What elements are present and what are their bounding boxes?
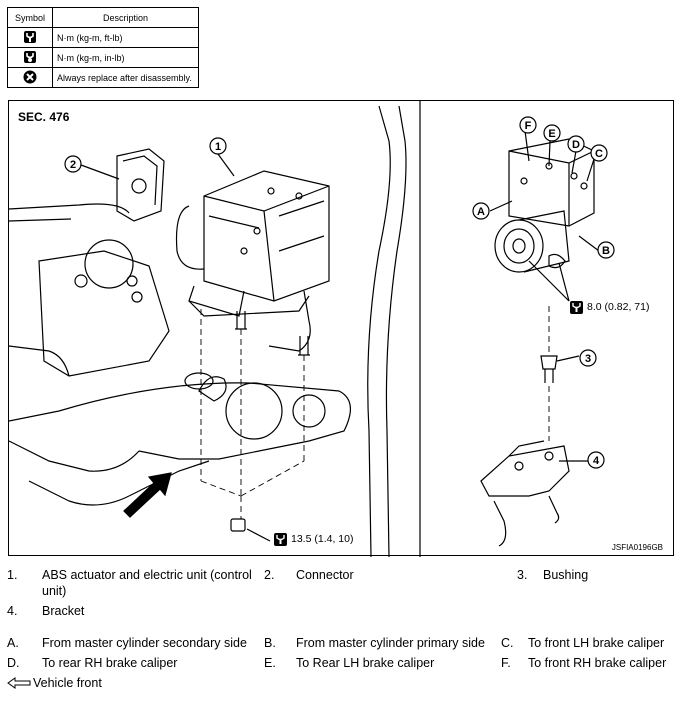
legend-text-B: From master cylinder primary side xyxy=(296,636,485,650)
symbol-table: Symbol Description N·m (kg-m, ft-lb) N·m… xyxy=(7,7,199,88)
callout-1: 1 xyxy=(209,137,227,155)
torque-wrench-icon xyxy=(570,301,583,314)
svg-text:D: D xyxy=(572,139,580,151)
torque-wrench-icon xyxy=(7,27,53,48)
torque-spec-bottom: 13.5 (1.4, 10) xyxy=(291,533,354,545)
exploded-view-drawing: 1 2 3 4 A B C D E F xyxy=(9,101,615,557)
replace-icon xyxy=(7,67,53,88)
legend-letter-C: C. xyxy=(501,636,514,650)
description-header: Description xyxy=(52,7,199,28)
legend-text-2: Connector xyxy=(296,568,354,582)
legend-letter-D: D. xyxy=(7,656,20,670)
svg-text:3: 3 xyxy=(585,353,591,365)
legend-text-E: To Rear LH brake caliper xyxy=(296,656,435,670)
callout-E: E xyxy=(543,124,561,142)
figure-id: JSFIA0196GB xyxy=(611,543,663,552)
svg-text:B: B xyxy=(602,245,610,257)
arrow-left-icon xyxy=(7,677,31,689)
legend-letter-B: B. xyxy=(264,636,276,650)
svg-text:1: 1 xyxy=(215,141,221,153)
svg-text:E: E xyxy=(548,128,555,140)
legend-letter-A: A. xyxy=(7,636,19,650)
legend-text-3: Bushing xyxy=(543,568,589,582)
legend-num-2: 2. xyxy=(264,568,275,582)
torque-wrench-icon xyxy=(274,533,287,546)
svg-text:4: 4 xyxy=(593,455,600,467)
callout-D: D xyxy=(567,135,585,153)
section-label: SEC. 476 xyxy=(18,110,70,124)
torque-wrench-small-icon xyxy=(7,47,53,68)
legend-num-1: 1. xyxy=(7,568,18,582)
symbol-desc-2: N·m (kg-m, in-lb) xyxy=(52,47,199,68)
legend-letter-E: E. xyxy=(264,656,276,670)
callout-F: F xyxy=(519,116,537,134)
symbol-desc-1: N·m (kg-m, ft-lb) xyxy=(52,27,199,48)
svg-text:2: 2 xyxy=(70,159,76,171)
vehicle-front-label: Vehicle front xyxy=(33,676,102,690)
svg-text:F: F xyxy=(525,120,532,132)
exploded-view-figure: 1 2 3 4 A B C D E F SEC. 476 8.0 (0.82, … xyxy=(8,100,674,557)
callout-B: B xyxy=(597,241,615,259)
callout-4: 4 xyxy=(587,451,605,469)
legend-num-3: 3. xyxy=(517,568,528,582)
torque-spec-top: 8.0 (0.82, 71) xyxy=(587,301,650,313)
legend-text-1: ABS actuator and electric unit (control … xyxy=(42,568,252,598)
legend-text-D: To rear RH brake caliper xyxy=(42,656,178,670)
legend-text-4: Bracket xyxy=(42,604,85,618)
callout-3: 3 xyxy=(579,349,597,367)
vehicle-front-note: Vehicle front xyxy=(7,676,102,690)
callout-C: C xyxy=(590,144,608,162)
svg-text:C: C xyxy=(595,148,603,160)
callout-2: 2 xyxy=(64,155,82,173)
legend-text-C: To front LH brake caliper xyxy=(528,636,665,650)
svg-text:A: A xyxy=(477,206,485,218)
callout-A: A xyxy=(472,202,490,220)
symbol-desc-3: Always replace after disassembly. xyxy=(52,67,199,88)
legend-text-F: To front RH brake caliper xyxy=(528,656,667,670)
legend-text-A: From master cylinder secondary side xyxy=(42,636,247,650)
legend-letter-F: F. xyxy=(501,656,511,670)
legend-num-4: 4. xyxy=(7,604,18,618)
symbol-header: Symbol xyxy=(7,7,53,28)
